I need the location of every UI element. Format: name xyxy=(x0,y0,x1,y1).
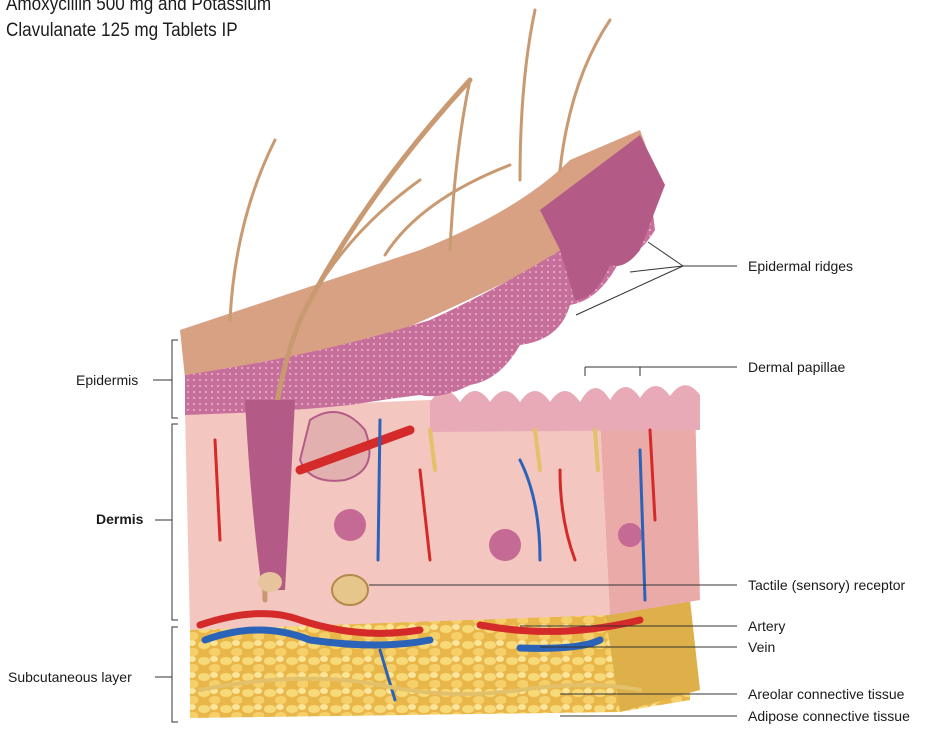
label-areolar-tissue: Areolar connective tissue xyxy=(748,686,904,702)
label-subcutaneous-layer: Subcutaneous layer xyxy=(8,669,132,685)
dermal-papillae-shape xyxy=(430,385,700,432)
label-epidermis: Epidermis xyxy=(76,372,138,388)
label-dermis: Dermis xyxy=(96,511,143,527)
label-adipose-tissue: Adipose connective tissue xyxy=(748,708,910,724)
label-dermal-papillae: Dermal papillae xyxy=(748,359,845,375)
label-vein: Vein xyxy=(748,639,775,655)
label-tactile-receptor: Tactile (sensory) receptor xyxy=(748,577,905,593)
tactile-receptor-shape xyxy=(332,575,368,605)
label-artery: Artery xyxy=(748,618,785,634)
label-epidermal-ridges: Epidermal ridges xyxy=(748,258,853,274)
epidermis-shape xyxy=(180,130,665,415)
left-brackets xyxy=(153,340,178,722)
